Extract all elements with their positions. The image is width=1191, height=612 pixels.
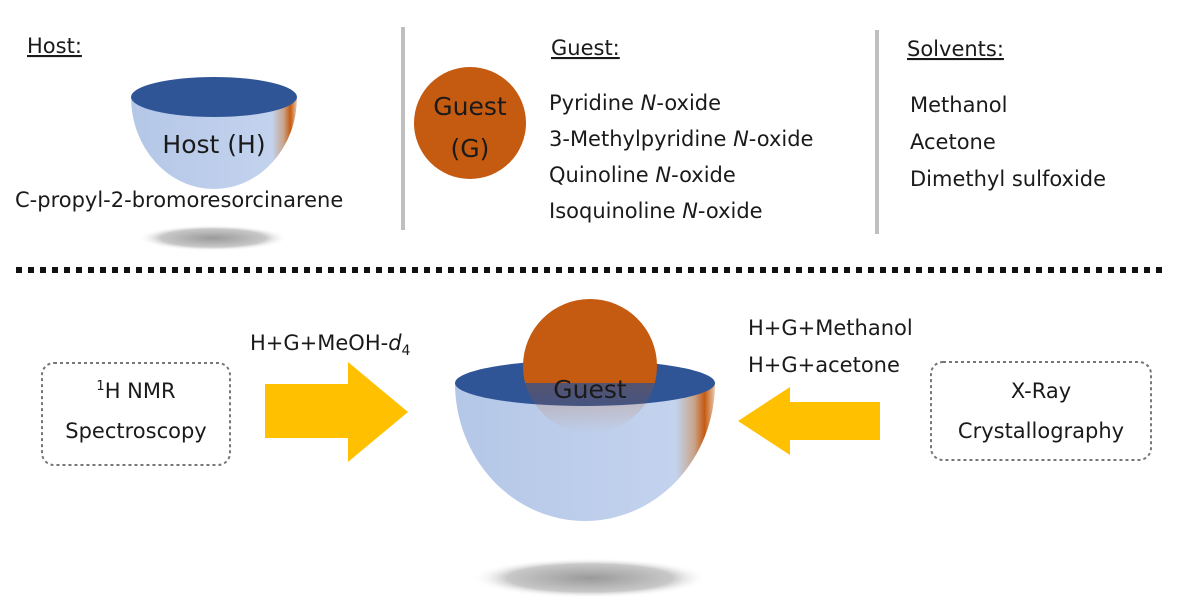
right-arrow-icon xyxy=(265,362,408,462)
host-bowl-rim xyxy=(131,77,297,117)
guest-circle xyxy=(414,67,526,179)
nmr-condition: H+G+MeOH-d4 xyxy=(250,331,411,359)
complex-guest-inside xyxy=(525,383,655,433)
nmr-box-line1: 1H NMR xyxy=(96,379,175,403)
nmr-box xyxy=(41,362,231,466)
complex-guest-label: Guest xyxy=(553,375,627,404)
guest-item: Quinoline N-oxide xyxy=(549,163,736,187)
xray-condition: H+G+Methanol xyxy=(748,316,913,340)
complex-shadow xyxy=(472,558,708,598)
host-bowl-body xyxy=(131,97,297,189)
xray-box-line1: X-Ray xyxy=(1011,379,1071,403)
guest-circle-line2: (G) xyxy=(451,134,490,163)
xray-box xyxy=(930,361,1152,461)
nmr-box-line2: Spectroscopy xyxy=(65,419,206,443)
xray-box-line2: Crystallography xyxy=(958,419,1124,443)
guest-heading: Guest: xyxy=(551,36,620,60)
xray-condition: H+G+acetone xyxy=(748,353,900,377)
guest-circle-line1: Guest xyxy=(433,92,507,121)
complex-guest-top xyxy=(523,299,657,383)
host-name: C-propyl-2-bromoresorcinarene xyxy=(15,188,343,212)
guest-item: Isoquinoline N-oxide xyxy=(549,199,763,223)
host-heading: Host: xyxy=(27,34,82,58)
host-shadow xyxy=(138,225,288,251)
guest-item: Pyridine N-oxide xyxy=(549,91,721,115)
solvents-heading: Solvents: xyxy=(907,37,1004,61)
left-arrow-icon xyxy=(738,387,880,455)
complex-bowl-body xyxy=(455,383,715,521)
solvent-item: Acetone xyxy=(910,130,996,154)
host-bowl-label: Host (H) xyxy=(162,130,265,159)
solvent-item: Methanol xyxy=(910,93,1007,117)
guest-item: 3-Methylpyridine N-oxide xyxy=(549,127,813,151)
solvent-item: Dimethyl sulfoxide xyxy=(910,167,1106,191)
